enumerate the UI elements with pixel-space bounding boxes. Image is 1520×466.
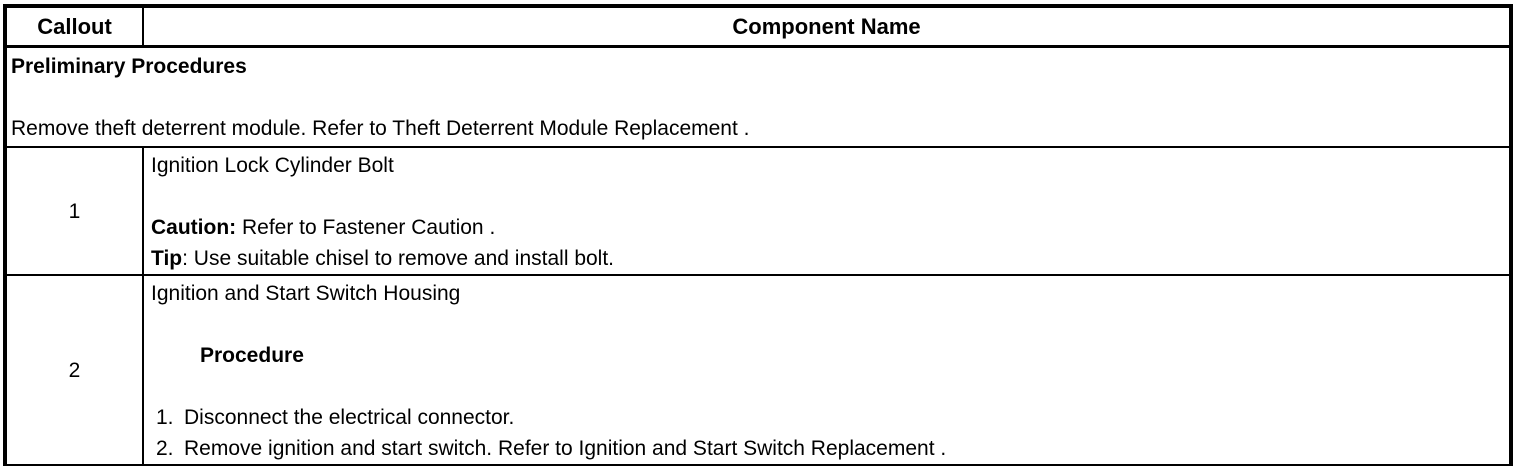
table-row-callout-1: 1 Ignition Lock Cylinder Bolt Caution: R… <box>7 148 1509 276</box>
step-item: 2. Remove ignition and start switch. Ref… <box>151 433 1501 464</box>
tip-text: : Use suitable chisel to remove and inst… <box>182 247 615 270</box>
component-cell-1: Ignition Lock Cylinder Bolt Caution: Ref… <box>144 148 1509 276</box>
step-number: 1. <box>156 406 174 429</box>
step-text: Remove ignition and start switch. Refer … <box>184 437 947 460</box>
caution-text: Refer to Fastener Caution . <box>236 216 496 239</box>
callout-column-header: Callout <box>7 8 144 48</box>
preliminary-procedures-cell: Preliminary Procedures Remove theft dete… <box>7 48 1509 148</box>
caution-label: Caution: <box>151 216 237 239</box>
step-item: 1. Disconnect the electrical connector. <box>151 402 1501 433</box>
caution-note: Caution: Refer to Fastener Caution . <box>151 212 1501 243</box>
component-callout-table: Callout Component Name Preliminary Proce… <box>3 4 1513 466</box>
component-name-column-header: Component Name <box>144 8 1509 48</box>
tip-note: Tip: Use suitable chisel to remove and i… <box>151 243 1501 274</box>
component-name-text: Ignition Lock Cylinder Bolt <box>151 154 394 177</box>
table-header-row: Callout Component Name <box>7 8 1509 48</box>
callout-number-2: 2 <box>7 276 144 464</box>
preliminary-procedures-row: Preliminary Procedures Remove theft dete… <box>7 48 1509 148</box>
component-name-text: Ignition and Start Switch Housing <box>151 282 461 305</box>
component-cell-2: Ignition and Start Switch Housing Proced… <box>144 276 1509 464</box>
table-row-callout-2: 2 Ignition and Start Switch Housing Proc… <box>7 276 1509 464</box>
step-text: Disconnect the electrical connector. <box>184 406 515 429</box>
preliminary-procedures-instruction: Remove theft deterrent module. Refer to … <box>11 117 750 140</box>
preliminary-procedures-title: Preliminary Procedures <box>11 55 247 78</box>
procedure-heading: Procedure <box>200 344 304 367</box>
callout-number-1: 1 <box>7 148 144 276</box>
step-number: 2. <box>156 437 174 460</box>
tip-label: Tip <box>151 247 183 270</box>
procedure-steps-list: 1. Disconnect the electrical connector. … <box>151 402 1501 464</box>
